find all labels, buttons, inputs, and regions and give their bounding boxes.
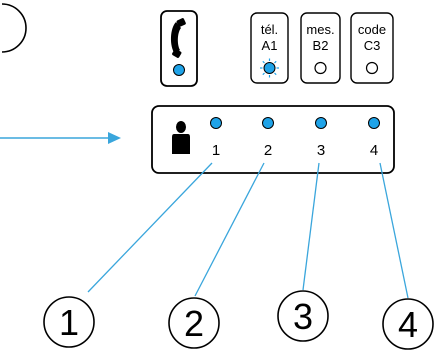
mode-button-code[interactable]: code C3 bbox=[350, 12, 394, 84]
phone-led bbox=[173, 64, 185, 76]
leader-line-3 bbox=[302, 162, 320, 291]
mode-led-active-icon bbox=[260, 58, 279, 78]
slot-label-4: 4 bbox=[370, 142, 378, 159]
slot-led-2 bbox=[262, 117, 274, 129]
callout-label-2: 2 bbox=[184, 303, 204, 344]
user-silhouette-icon bbox=[172, 121, 190, 154]
mode-button-tel[interactable]: tél. A1 bbox=[250, 12, 289, 84]
callout-4: 4 bbox=[382, 298, 434, 350]
leader-line-2 bbox=[194, 162, 265, 297]
mode-button-tel-bottom: A1 bbox=[262, 38, 278, 53]
mode-button-code-top: code bbox=[358, 22, 386, 37]
mode-button-mes-bottom: B2 bbox=[313, 38, 329, 53]
leader-line-4 bbox=[379, 162, 409, 299]
pointer-arrow bbox=[0, 132, 121, 144]
callout-3: 3 bbox=[277, 290, 329, 342]
mode-button-mes-top: mes. bbox=[306, 22, 334, 37]
mode-led-off-icon bbox=[365, 61, 379, 75]
callout-1: 1 bbox=[43, 296, 95, 348]
slot-label-2: 2 bbox=[264, 142, 272, 159]
mode-button-code-bottom: C3 bbox=[364, 38, 381, 53]
callout-label-3: 3 bbox=[293, 296, 313, 337]
slot-led-3 bbox=[315, 117, 327, 129]
slot-label-1: 1 bbox=[212, 142, 220, 159]
phone-panel bbox=[160, 10, 198, 87]
leader-line-1 bbox=[87, 162, 213, 293]
user-panel: 1 2 3 4 bbox=[151, 105, 395, 174]
mode-button-tel-top: tél. bbox=[261, 22, 278, 37]
slot-led-1 bbox=[210, 117, 222, 129]
mode-led-off-icon bbox=[314, 61, 327, 75]
slot-led-4 bbox=[368, 117, 380, 129]
slot-label-3: 3 bbox=[317, 142, 325, 159]
callout-label-1: 1 bbox=[59, 302, 79, 343]
partial-callout-circle bbox=[1, 3, 27, 53]
mode-button-mes[interactable]: mes. B2 bbox=[300, 12, 341, 84]
callout-2: 2 bbox=[168, 297, 220, 349]
phone-handset-icon bbox=[170, 18, 186, 58]
callout-label-4: 4 bbox=[398, 304, 418, 345]
